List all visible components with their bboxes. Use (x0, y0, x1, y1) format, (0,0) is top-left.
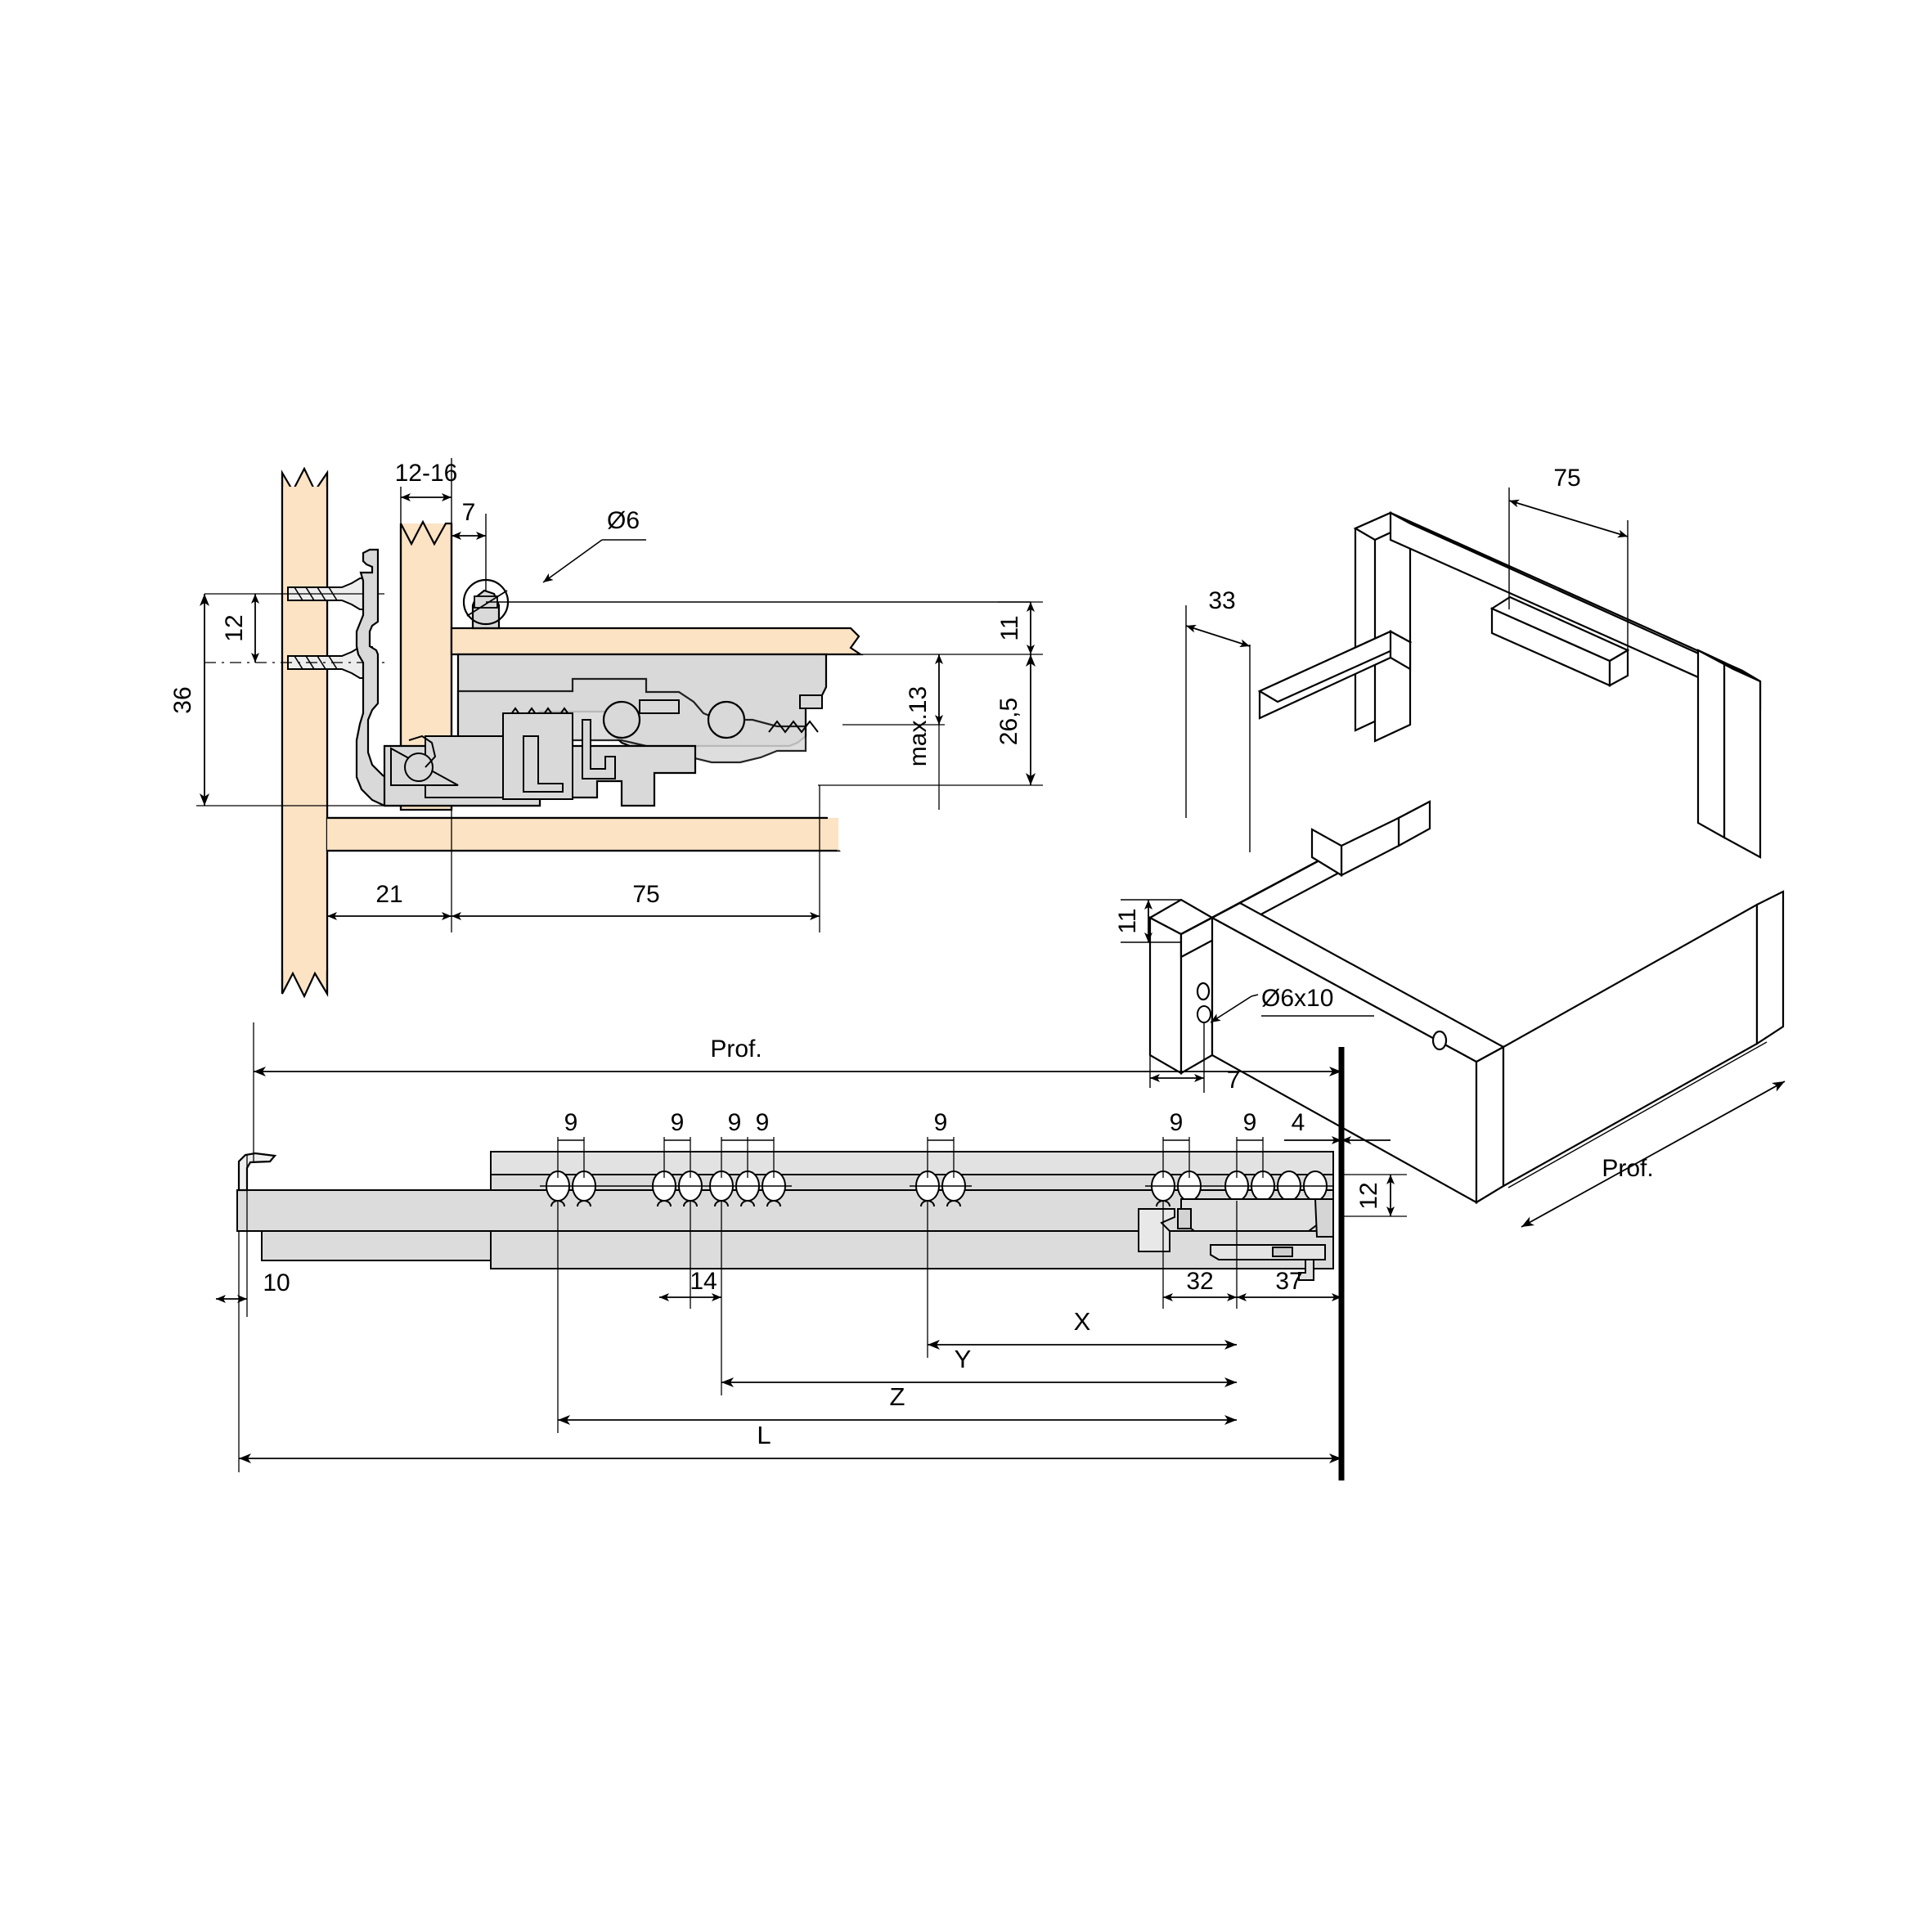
drawer-left-side-rail (1257, 630, 1413, 720)
slide-rail-assembly (383, 653, 828, 807)
dim-label-hole-spacing-2: 9 (671, 1109, 685, 1136)
dim-label-bracket-length: 75 (632, 881, 659, 908)
drawer-front-lower-rail (1310, 800, 1431, 877)
dim-top-clearance: 11 (996, 601, 1043, 654)
dim-label-hole-spacing-5: 9 (934, 1109, 948, 1136)
cabinet-side-panel (281, 466, 329, 999)
dim-screw-spacing: 12 (221, 594, 259, 663)
drawer-bottom-panel (450, 627, 864, 656)
dim-front-gap: 7 (452, 499, 487, 591)
dim-label-length-z: Z (890, 1382, 905, 1411)
dim-label-group-spacing: 14 (690, 1268, 717, 1295)
dim-label-iso-hole-height: 11 (1114, 908, 1141, 933)
dim-hole-spacings: 9 9 9 9 9 9 9 (557, 1109, 1264, 1178)
dim-label-hole-spacing-1: 9 (564, 1109, 578, 1136)
dim-label-iso-depth: Prof. (1602, 1155, 1653, 1182)
dim-label-rail-thickness: 12 (1355, 1182, 1382, 1209)
dim-label-right-offset-a: 32 (1186, 1268, 1213, 1295)
dim-max-depth: max.13 (842, 654, 945, 810)
dim-label-rail-left-offset: 10 (263, 1269, 290, 1296)
dim-label-iso-rear-bracket: 75 (1553, 465, 1580, 492)
dim-label-right-offset-b: 37 (1275, 1268, 1302, 1295)
dim-length-y: Y (721, 1309, 1237, 1395)
dim-right-offsets: 32 37 (1162, 1201, 1341, 1309)
isometric-drawer-view: 75 33 11 Ø6x10 7 (1114, 465, 1786, 1228)
dim-length-l: L (238, 1317, 1341, 1472)
dim-label-panel-thickness: 12-16 (395, 460, 458, 487)
dim-rail-depth: Prof. (253, 1022, 1341, 1161)
dim-iso-hole-spec: Ø6x10 (1210, 985, 1374, 1023)
drawer-inner-top-rail (1489, 595, 1630, 687)
dim-hole-diameter: Ø6 (542, 507, 646, 583)
dim-label-hole-spacing-4: 9 (756, 1109, 770, 1136)
dim-iso-side-offset: 33 (1185, 587, 1251, 852)
dim-label-rail-depth: Prof. (710, 1036, 762, 1063)
dim-label-length-l: L (757, 1421, 771, 1449)
dim-front-offset: 21 (326, 810, 452, 932)
side-section-view: 12-16 7 Ø6 12 36 11 (169, 458, 1043, 999)
dim-group-spacing: 14 (659, 1201, 722, 1309)
dim-iso-hole-height: 11 (1114, 899, 1181, 943)
dim-label-hole-spacing-3: 9 (728, 1109, 742, 1136)
dim-iso-rear-bracket: 75 (1508, 465, 1629, 653)
dim-label-top-clearance: 11 (996, 615, 1023, 640)
drawer-right-panel (1696, 649, 1762, 859)
dim-rail-thickness: 12 (1341, 1174, 1407, 1217)
dowel-pin-detail (462, 578, 1031, 630)
front-mounting-bracket (355, 548, 541, 807)
dim-label-hole-diameter: Ø6 (607, 507, 640, 534)
dim-label-hole-spacing-7: 9 (1243, 1109, 1257, 1136)
dim-label-hole-spacing-6: 9 (1170, 1109, 1184, 1136)
dim-rail-end-offset: 4 (1284, 1109, 1391, 1144)
dim-label-screw-spacing: 12 (221, 614, 248, 641)
dim-label-rail-end-offset: 4 (1292, 1109, 1305, 1136)
drawer-back-panel (1353, 511, 1413, 743)
dim-length-z: Z (557, 1201, 1237, 1433)
dim-rail-left-offset: 10 (216, 1155, 290, 1317)
dim-label-length-y: Y (955, 1345, 972, 1373)
dim-panel-thickness: 12-16 (395, 458, 458, 573)
dim-mount-height: 36 (169, 594, 384, 806)
dim-label-iso-hole-edge: 7 (1227, 1067, 1241, 1094)
dim-label-max-depth: max.13 (905, 686, 932, 766)
drawer-right-front-rail (1502, 890, 1785, 1188)
dim-slide-height: 26,5 (818, 654, 1043, 786)
dim-label-length-x: X (1074, 1307, 1091, 1336)
mounting-screws (204, 577, 384, 679)
dim-bracket-length: 75 (452, 785, 820, 932)
dim-iso-depth: Prof. (1507, 1041, 1786, 1228)
dim-label-slide-height: 26,5 (995, 698, 1022, 745)
dim-label-mount-height: 36 (169, 686, 196, 713)
dim-label-iso-hole-spec: Ø6x10 (1261, 985, 1333, 1012)
rail-plan-view: Prof. 9 9 9 9 9 9 (216, 1022, 1407, 1480)
rail-latch-mechanism (1138, 1198, 1334, 1281)
dim-label-iso-side-offset: 33 (1208, 587, 1235, 614)
dim-length-x: X (927, 1201, 1237, 1358)
dim-label-front-offset: 21 (375, 881, 402, 908)
dim-label-front-gap: 7 (462, 499, 476, 526)
lower-cabinet-panel (326, 816, 842, 852)
